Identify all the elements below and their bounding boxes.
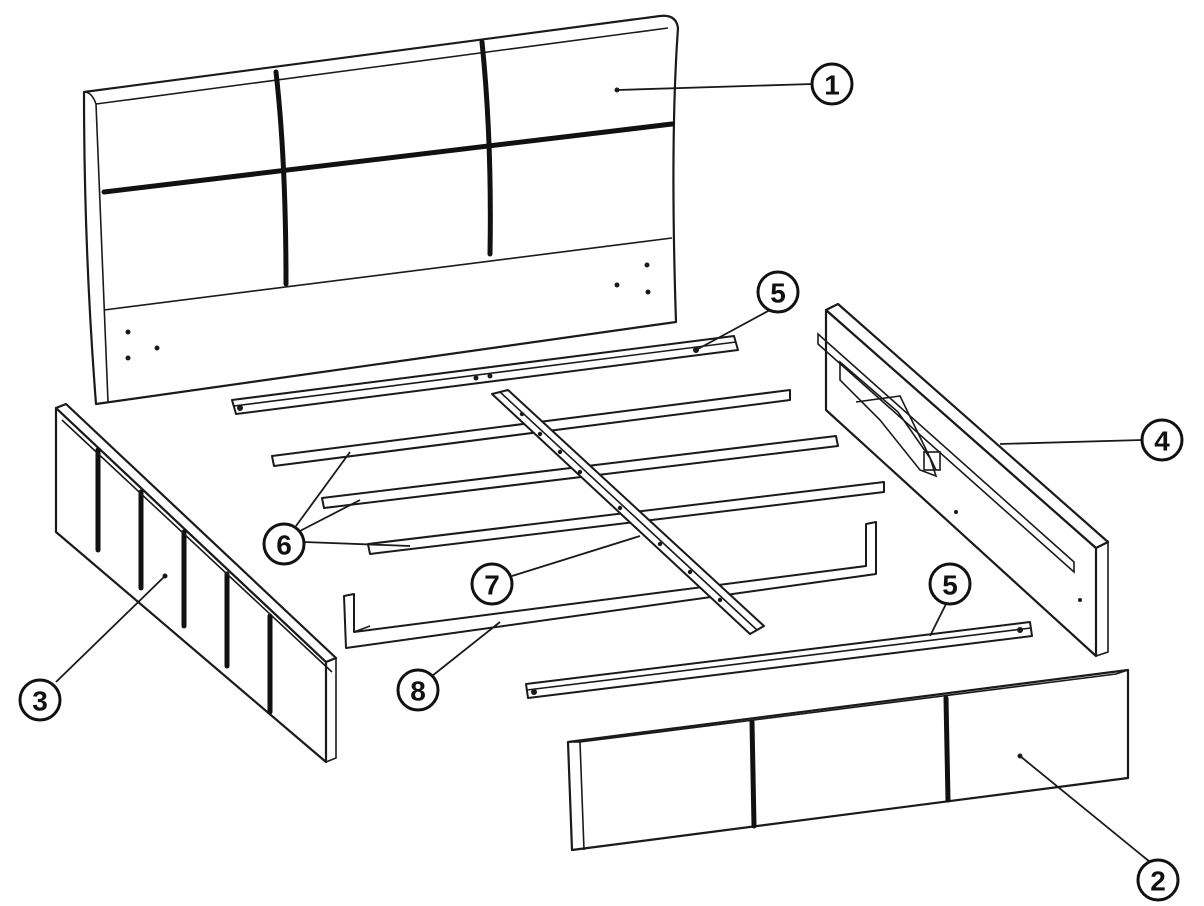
callout-7: 7 [470, 562, 514, 606]
callout-5-top-label: 5 [770, 278, 786, 309]
callout-5-top: 5 [756, 270, 800, 314]
leader-lines [55, 83, 1151, 863]
callout-3: 3 [18, 678, 62, 722]
callout-6: 6 [262, 522, 306, 566]
callout-4-label: 4 [1154, 426, 1170, 457]
callout-8: 8 [396, 668, 440, 712]
callout-3-label: 3 [32, 686, 48, 717]
callout-7-label: 7 [484, 570, 500, 601]
headboard [82, 14, 680, 406]
bottom-support-rail [525, 621, 1033, 699]
right-side-rail [817, 302, 1110, 658]
callout-5-bottom: 5 [928, 562, 972, 606]
callout-2: 2 [1136, 858, 1180, 902]
cross-frame [343, 521, 877, 649]
callout-5-bottom-label: 5 [942, 570, 958, 601]
left-side-rail [54, 402, 338, 764]
callout-8-label: 8 [410, 676, 426, 707]
callout-1: 1 [810, 62, 854, 106]
callout-2-label: 2 [1150, 866, 1166, 897]
callout-1-label: 1 [824, 70, 840, 101]
callout-6-label: 6 [276, 530, 292, 561]
center-support-beam [491, 389, 765, 635]
footboard [566, 668, 1130, 852]
callout-4: 4 [1140, 418, 1184, 462]
